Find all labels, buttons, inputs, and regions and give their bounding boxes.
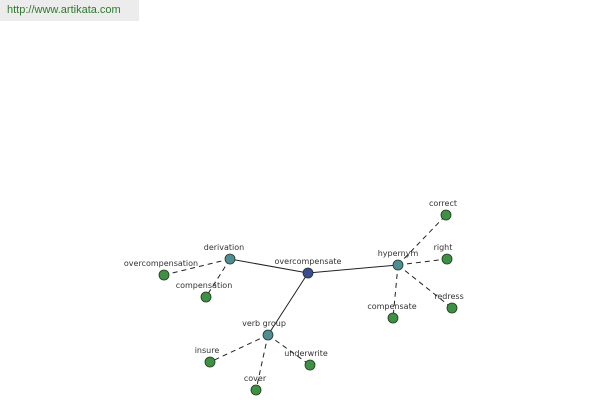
node-dot-overcompensate[interactable] <box>302 267 314 279</box>
node-label-compensate: compensate <box>367 302 416 311</box>
node-label-underwrite: underwrite <box>284 349 328 358</box>
node-label-correct: correct <box>429 199 457 208</box>
edge-overcompensate-derivation <box>229 258 309 274</box>
node-correct[interactable]: correct <box>429 199 457 221</box>
node-dot-compensation[interactable] <box>200 291 212 303</box>
node-label-right: right <box>434 243 453 252</box>
node-dot-right[interactable] <box>441 253 453 265</box>
node-overcompensation[interactable]: overcompensation <box>124 259 198 281</box>
node-insure[interactable]: insure <box>195 346 220 368</box>
node-dot-compensate[interactable] <box>387 312 399 324</box>
node-dot-hypernym[interactable] <box>392 259 404 271</box>
edge-hypernym-right <box>397 258 448 266</box>
edge-overcompensate-hypernym <box>307 264 399 274</box>
node-derivation[interactable]: derivation <box>204 243 244 265</box>
edge-verb-group-insure <box>209 334 269 363</box>
node-label-verb-group: verb group <box>242 319 286 328</box>
node-compensation[interactable]: compensation <box>176 281 233 303</box>
edge-hypernym-redress <box>397 264 453 309</box>
node-label-compensation: compensation <box>176 281 233 290</box>
node-redress[interactable]: redress <box>434 292 464 314</box>
edge-derivation-compensation <box>205 258 231 298</box>
node-dot-insure[interactable] <box>204 356 216 368</box>
node-dot-derivation[interactable] <box>224 253 236 265</box>
node-dot-cover[interactable] <box>250 384 262 396</box>
source-link[interactable]: http://www.artikata.com <box>0 0 139 21</box>
node-dot-underwrite[interactable] <box>304 359 316 371</box>
node-hypernym[interactable]: hypernym <box>378 249 419 271</box>
node-label-redress: redress <box>434 292 463 301</box>
nodes-layer: overcompensate derivation hypernym verb gro… <box>124 199 464 396</box>
node-compensate[interactable]: compensate <box>367 302 417 324</box>
edge-verb-group-cover <box>255 334 269 391</box>
node-verb-group[interactable]: verb group <box>242 319 286 341</box>
edge-hypernym-correct <box>397 214 447 266</box>
node-label-hypernym: hypernym <box>378 249 419 258</box>
node-label-cover: cover <box>244 374 267 383</box>
node-right[interactable]: right <box>434 243 453 265</box>
edge-overcompensate-verb-group <box>267 272 309 336</box>
node-label-overcompensate: overcompensate <box>275 257 342 266</box>
node-dot-redress[interactable] <box>446 302 458 314</box>
node-dot-overcompensation[interactable] <box>158 269 170 281</box>
node-label-overcompensation: overcompensation <box>124 259 198 268</box>
edge-derivation-overcompensation <box>163 258 231 276</box>
node-dot-correct[interactable] <box>440 209 452 221</box>
node-dot-verb-group[interactable] <box>262 329 274 341</box>
node-underwrite[interactable]: underwrite <box>284 349 328 371</box>
node-cover[interactable]: cover <box>244 374 267 396</box>
node-label-insure: insure <box>195 346 220 355</box>
node-label-derivation: derivation <box>204 243 244 252</box>
edges-layer <box>163 214 453 391</box>
node-overcompensate[interactable]: overcompensate <box>275 257 342 279</box>
